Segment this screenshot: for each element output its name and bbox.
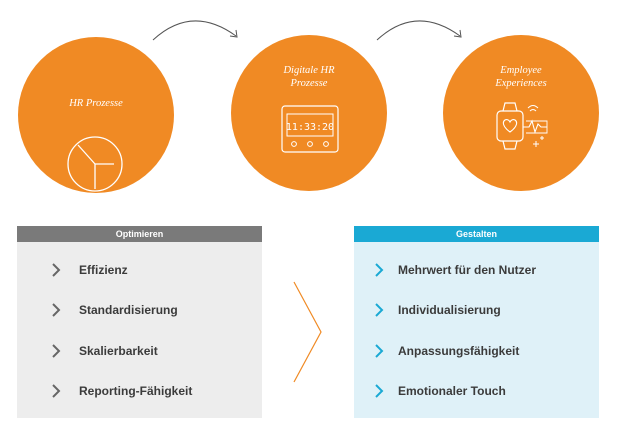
list-item-label: Mehrwert für den Nutzer: [398, 263, 537, 277]
stage-circle-digitale-hr-prozesse: Digitale HR Prozesse 11:33:20: [231, 35, 387, 191]
list-item-label: Skalierbarkeit: [79, 344, 158, 358]
list-item-label: Emotionaler Touch: [398, 384, 506, 398]
chevron-right-icon: [52, 303, 61, 317]
list-item-label: Reporting-Fähigkeit: [79, 384, 193, 398]
stage-circle-hr-prozesse: HR Prozesse: [18, 37, 174, 193]
chevron-right-icon: [52, 384, 61, 398]
panel-body: Effizienz Standardisierung Skalierbarkei…: [17, 242, 262, 418]
list-item-label: Standardisierung: [79, 303, 178, 317]
stage-label: Digitale HR Prozesse: [283, 65, 335, 89]
digital-clock-icon: 11:33:20: [281, 105, 339, 153]
clock-icon: [67, 136, 123, 192]
panel-header: Optimieren: [17, 226, 262, 242]
list-item-label: Effizienz: [79, 263, 128, 277]
list-item-label: Individualisierung: [398, 303, 501, 317]
stage-label: HR Prozesse: [69, 98, 123, 109]
panel-gestalten: Gestalten Mehrwert für den Nutzer Indivi…: [354, 226, 599, 418]
panel-body: Mehrwert für den Nutzer Individualisieru…: [354, 242, 599, 418]
chevron-right-icon: [52, 344, 61, 358]
chevron-right-icon: [375, 303, 384, 317]
chevron-right-icon: [375, 263, 384, 277]
chevron-right-icon: [375, 384, 384, 398]
clock-readout: 11:33:20: [286, 122, 334, 133]
panel-optimieren: Optimieren Effizienz Standardisierung Sk…: [17, 226, 262, 418]
smartwatch-icon: [496, 102, 548, 150]
chevron-right-icon: [375, 344, 384, 358]
stage-label: Employee Experiences: [495, 65, 547, 89]
stage-circle-employee-experiences: Employee Experiences: [443, 35, 599, 191]
curved-arrow-icon: [152, 20, 238, 41]
panel-header: Gestalten: [354, 226, 599, 242]
curved-arrow-icon: [376, 20, 462, 41]
chevron-right-icon: [293, 281, 322, 383]
chevron-right-icon: [52, 263, 61, 277]
list-item-label: Anpassungsfähigkeit: [398, 344, 520, 358]
